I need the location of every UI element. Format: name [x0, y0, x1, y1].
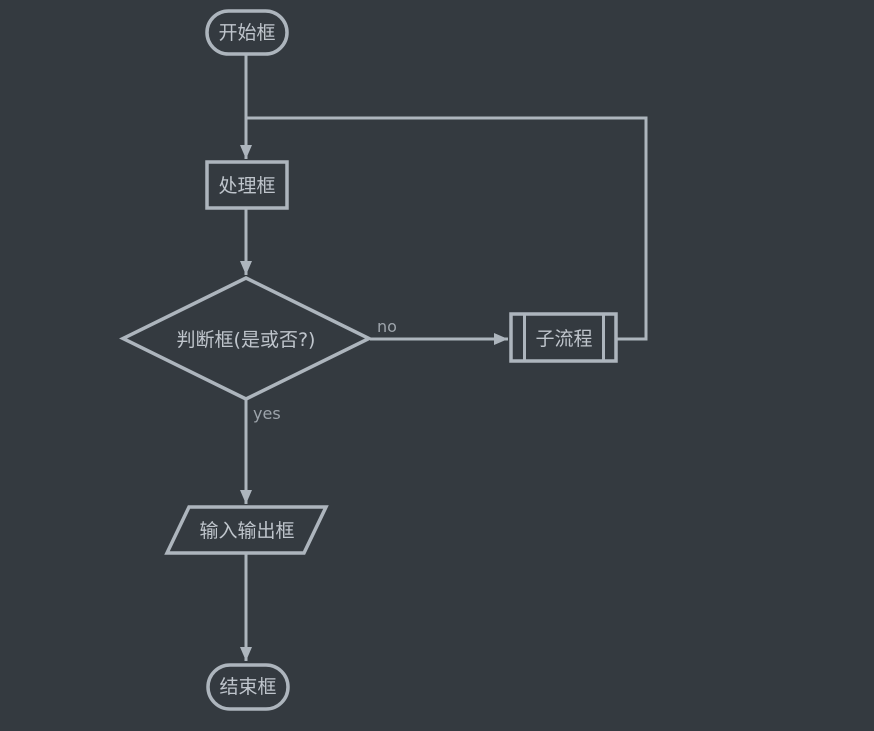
edge-label-yes: yes	[253, 404, 281, 423]
io-parallelogram-shape[interactable]	[164, 505, 329, 555]
node-decision[interactable]: 判断框(是或否?)	[119, 276, 373, 401]
subprocess-rect-shape[interactable]	[509, 312, 618, 363]
node-start[interactable]: 开始框	[205, 9, 289, 56]
edge-subprocess-loop-back[interactable]	[247, 116, 648, 341]
end-terminator-shape[interactable]	[206, 663, 290, 711]
edge-decision-to-subprocess[interactable]: no	[370, 317, 508, 345]
node-io-label: 输入输出框	[199, 520, 294, 542]
node-process[interactable]: 处理框	[205, 160, 289, 210]
start-terminator-shape[interactable]	[205, 9, 289, 56]
node-decision-label: 判断框(是或否?)	[177, 329, 316, 351]
node-start-label: 开始框	[218, 22, 275, 44]
node-process-label: 处理框	[218, 175, 275, 197]
process-rect-shape[interactable]	[205, 160, 289, 210]
node-io[interactable]: 输入输出框	[164, 505, 329, 555]
edge-label-no: no	[377, 317, 397, 336]
decision-diamond-shape[interactable]	[119, 276, 373, 401]
edge-decision-to-io[interactable]: yes	[240, 399, 281, 504]
node-end-label: 结束框	[219, 676, 276, 698]
node-end[interactable]: 结束框	[206, 663, 290, 711]
node-subprocess[interactable]: 子流程	[509, 312, 618, 363]
node-subprocess-label: 子流程	[535, 328, 592, 350]
